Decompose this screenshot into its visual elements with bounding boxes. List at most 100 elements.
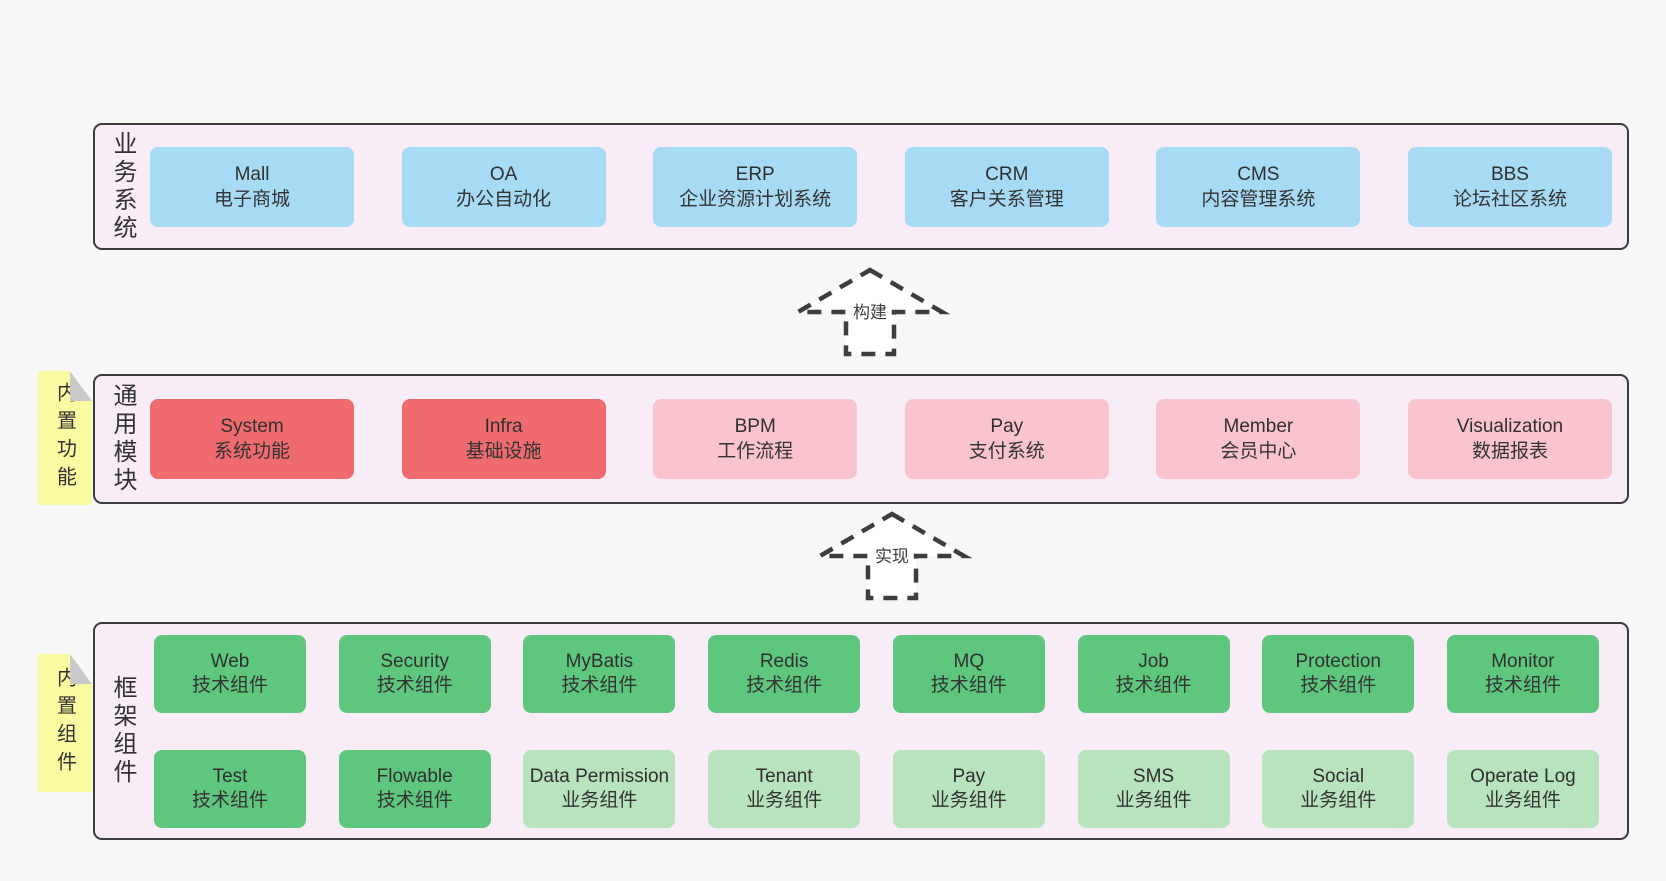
box-subtitle-zh: 技术组件 — [930, 674, 1007, 696]
note-fold-corner-icon — [70, 371, 92, 401]
box-erp: ERP 企业资源计划系统 — [653, 146, 858, 227]
box-title-en: BBS — [1490, 163, 1529, 185]
box-subtitle-zh: 业务组件 — [746, 789, 823, 811]
box-mybatis: MyBatis 技术组件 — [523, 634, 676, 713]
build-arrow-label: 构建 — [853, 303, 887, 322]
box-title-en: Mall — [234, 163, 270, 185]
box-data-permission: Data Permission 业务组件 — [523, 749, 676, 828]
box-subtitle-zh: 论坛社区系统 — [1452, 188, 1567, 210]
box-subtitle-zh: 数据报表 — [1471, 441, 1548, 462]
box-subtitle-zh: 系统功能 — [213, 441, 290, 462]
box-title-en: Security — [380, 650, 450, 672]
box-title-en: Job — [1138, 650, 1169, 672]
note-built-in-features: 内置功能 — [38, 371, 92, 505]
box-subtitle-zh: 技术组件 — [1300, 674, 1377, 696]
box-title-en: Tenant — [755, 765, 813, 787]
layer-framework-rows: Web 技术组件 Security 技术组件 MyBatis 技术组件 Redi… — [150, 624, 1627, 838]
box-title-en: Web — [210, 650, 250, 672]
layer-business-systems: 业务系统 Mall 电子商城 OA 办公自动化 ERP 企业资源计划系统 CRM… — [93, 123, 1629, 250]
box-bbs: BBS 论坛社区系统 — [1407, 146, 1612, 227]
box-subtitle-zh: 技术组件 — [376, 674, 453, 696]
box-title-en: Visualization — [1456, 416, 1564, 437]
box-title-en: SMS — [1132, 765, 1175, 787]
box-subtitle-zh: 内容管理系统 — [1201, 188, 1316, 210]
box-subtitle-zh: 企业资源计划系统 — [679, 188, 832, 210]
box-subtitle-zh: 基础设施 — [465, 441, 542, 462]
box-title-en: CMS — [1237, 163, 1280, 185]
business-box-row: Mall 电子商城 OA 办公自动化 ERP 企业资源计划系统 CRM 客户关系… — [150, 146, 1627, 227]
box-title-en: Infra — [484, 416, 523, 437]
box-title-en: Operate Log — [1470, 765, 1576, 787]
note-built-in-components-label: 内置组件 — [53, 667, 76, 779]
implement-arrow-outline — [812, 511, 972, 601]
box-operate-log: Operate Log 业务组件 — [1446, 749, 1599, 828]
box-oa: OA 办公自动化 — [401, 146, 606, 227]
box-protection: Protection 技术组件 — [1262, 634, 1415, 713]
box-redis: Redis 技术组件 — [708, 634, 861, 713]
layer-framework-label: 框架组件 — [109, 675, 136, 787]
box-bpm: BPM 工作流程 — [653, 399, 858, 479]
note-built-in-components: 内置组件 — [38, 654, 92, 792]
box-title-en: OA — [489, 163, 518, 185]
box-subtitle-zh: 技术组件 — [376, 789, 453, 811]
box-tenant: Tenant 业务组件 — [708, 749, 861, 828]
framework-box-row-1: Web 技术组件 Security 技术组件 MyBatis 技术组件 Redi… — [150, 634, 1627, 713]
box-member: Member 会员中心 — [1156, 399, 1361, 479]
box-title-en: MQ — [953, 650, 985, 672]
box-subtitle-zh: 支付系统 — [968, 441, 1045, 462]
implement-arrow-label: 实现 — [875, 547, 909, 566]
note-built-in-features-label: 内置功能 — [53, 382, 76, 494]
box-subtitle-zh: 技术组件 — [1115, 674, 1192, 696]
note-fold-corner-icon — [70, 654, 92, 684]
box-subtitle-zh: 业务组件 — [1115, 789, 1192, 811]
box-subtitle-zh: 会员中心 — [1220, 441, 1297, 462]
box-subtitle-zh: 客户关系管理 — [949, 188, 1064, 210]
box-subtitle-zh: 技术组件 — [191, 789, 268, 811]
build-arrow-outline — [790, 267, 950, 357]
box-subtitle-zh: 工作流程 — [717, 441, 794, 462]
box-title-en: BPM — [734, 416, 776, 437]
framework-box-row-2: Test 技术组件 Flowable 技术组件 Data Permission … — [150, 749, 1627, 828]
box-title-en: CRM — [985, 163, 1029, 185]
box-infra: Infra 基础设施 — [401, 399, 606, 479]
layer-common-modules: 通用模块 System 系统功能 Infra 基础设施 BPM 工作流程 Pay… — [93, 374, 1629, 504]
build-arrow: 构建 — [790, 267, 950, 357]
box-title-en: Monitor — [1491, 650, 1555, 672]
box-crm: CRM 客户关系管理 — [904, 146, 1109, 227]
box-subtitle-zh: 业务组件 — [930, 789, 1007, 811]
box-test: Test 技术组件 — [154, 749, 306, 828]
box-social: Social 业务组件 — [1262, 749, 1415, 828]
modules-box-row: System 系统功能 Infra 基础设施 BPM 工作流程 Pay 支付系统… — [150, 399, 1627, 479]
box-title-en: Redis — [759, 650, 809, 672]
box-title-en: Flowable — [376, 765, 453, 787]
box-system: System 系统功能 — [150, 399, 354, 479]
layer-modules-rows: System 系统功能 Infra 基础设施 BPM 工作流程 Pay 支付系统… — [150, 376, 1627, 502]
box-flowable: Flowable 技术组件 — [338, 749, 491, 828]
box-monitor: Monitor 技术组件 — [1446, 634, 1599, 713]
box-title-en: ERP — [735, 163, 775, 185]
box-subtitle-zh: 业务组件 — [1484, 789, 1561, 811]
box-title-en: MyBatis — [565, 650, 634, 672]
box-mq: MQ 技术组件 — [892, 634, 1045, 713]
box-subtitle-zh: 办公自动化 — [456, 188, 552, 210]
box-title-en: Member — [1223, 416, 1294, 437]
box-web: Web 技术组件 — [154, 634, 306, 713]
box-subtitle-zh: 电子商城 — [213, 188, 290, 210]
box-title-en: Data Permission — [529, 765, 670, 787]
box-mall: Mall 电子商城 — [150, 146, 354, 227]
box-job: Job 技术组件 — [1077, 634, 1230, 713]
layer-business-rows: Mall 电子商城 OA 办公自动化 ERP 企业资源计划系统 CRM 客户关系… — [150, 125, 1627, 248]
box-subtitle-zh: 技术组件 — [746, 674, 823, 696]
box-visualization: Visualization 数据报表 — [1407, 399, 1612, 479]
box-subtitle-zh: 业务组件 — [1300, 789, 1377, 811]
box-title-en: Test — [212, 765, 248, 787]
layer-business-label: 业务系统 — [109, 130, 136, 243]
box-pay-component: Pay 业务组件 — [892, 749, 1045, 828]
box-pay: Pay 支付系统 — [904, 399, 1109, 479]
layer-modules-label: 通用模块 — [109, 383, 136, 495]
box-sms: SMS 业务组件 — [1077, 749, 1230, 828]
box-title-en: Social — [1312, 765, 1365, 787]
box-title-en: System — [220, 416, 284, 437]
box-title-en: Protection — [1295, 650, 1381, 672]
